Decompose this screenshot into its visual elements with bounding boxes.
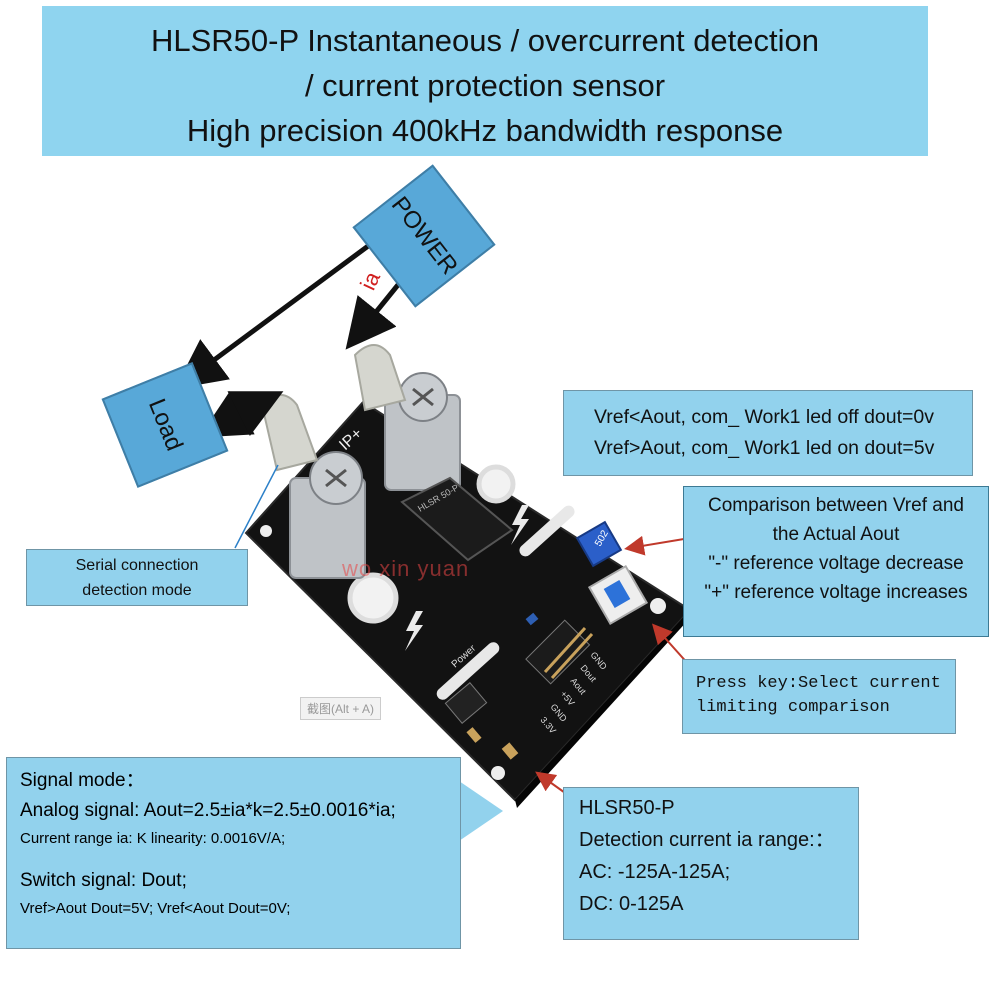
signal-heading: Signal mode：: [20, 770, 145, 791]
hlsr-range-box: HLSR50-P Detection current ia range:： AC…: [563, 787, 859, 940]
press-key-info-box: Press key:Select current limiting compar…: [682, 659, 956, 734]
title-line-1: HLSR50-P Instantaneous / overcurrent det…: [150, 23, 820, 58]
watermark: wo xin yuan: [342, 556, 470, 581]
serial-mode-box: Serial connection detection mode: [26, 549, 248, 606]
signal-switch-detail: Vref>Aout Dout=5V; Vref<Aout Dout=0V;: [20, 900, 291, 917]
signal-mode-callout: Signal mode： Analog signal: Aout=2.5±ia*…: [6, 757, 506, 949]
signal-switch: Switch signal: Dout;: [20, 870, 187, 891]
serial-line-2: detection mode: [82, 582, 192, 599]
hlsr-line-3: AC: -125A-125A;: [579, 861, 731, 883]
hlsr-line-4: DC: 0-125A: [579, 893, 684, 915]
vref-line-2: Vref>Aout, com_ Work1 led on dout=5v: [594, 437, 935, 459]
vref-info-box: Vref<Aout, com_ Work1 led off dout=0v Vr…: [563, 390, 973, 476]
title-line-2: / current protection sensor: [304, 68, 666, 103]
key-line-1: Press key:Select current: [696, 674, 941, 693]
callout-tail: [459, 781, 503, 841]
comparison-line-2: the Actual Aout: [772, 524, 900, 545]
comparison-line-1: Comparison between Vref and: [708, 495, 964, 516]
comparison-line-3: "-" reference voltage decrease: [708, 553, 964, 574]
signal-mode-box: Signal mode： Analog signal: Aout=2.5±ia*…: [6, 757, 461, 949]
title-banner: HLSR50-P Instantaneous / overcurrent det…: [42, 6, 928, 156]
pin-header: [525, 619, 594, 685]
title-line-3: High precision 400kHz bandwidth response: [186, 113, 784, 148]
serial-pointer: [234, 464, 279, 549]
hlsr-line-1: HLSR50-P: [579, 797, 675, 819]
power-label: POWER: [385, 191, 463, 280]
hlsr-line-2: Detection current ia range:：: [579, 829, 835, 851]
sensor-chip: [400, 476, 514, 562]
comparison-info-box: Comparison between Vref and the Actual A…: [683, 486, 989, 637]
screenshot-hint: 截图(Alt + A): [300, 697, 382, 720]
signal-analog: Analog signal: Aout=2.5±ia*k=2.5±0.0016*…: [20, 800, 396, 821]
potentiometer: [575, 520, 623, 568]
vref-line-1: Vref<Aout, com_ Work1 led off dout=0v: [594, 406, 935, 428]
load-label: Load: [142, 394, 188, 455]
signal-range: Current range ia: K linearity: 0.0016V/A…: [20, 830, 286, 847]
serial-line-1: Serial connection: [75, 557, 199, 574]
key-line-2: limiting comparison: [696, 698, 890, 717]
comparison-line-4: "+" reference voltage increases: [704, 582, 968, 603]
